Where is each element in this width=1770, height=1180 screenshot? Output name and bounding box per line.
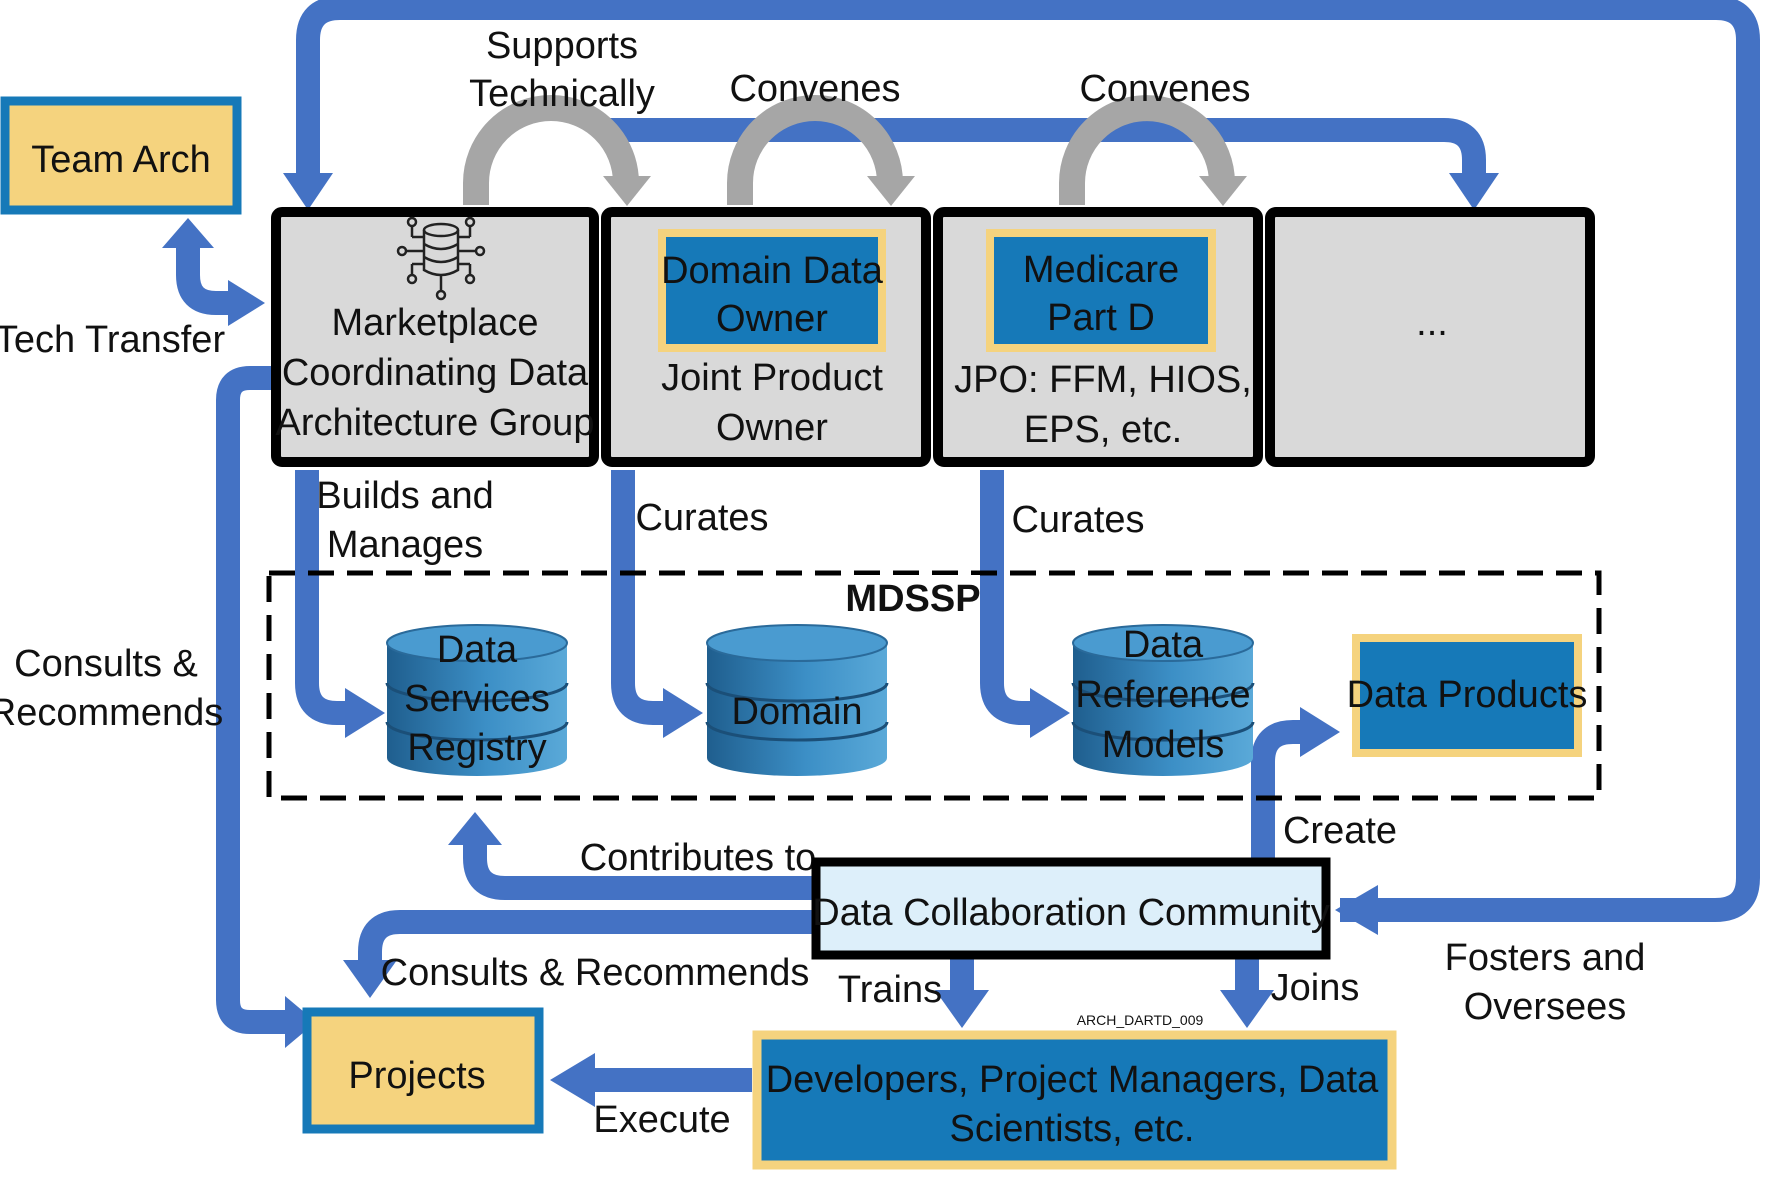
- arrowhead-marketplace: [283, 173, 333, 210]
- top-horizontal-arrow: [600, 118, 1486, 178]
- data-products-box: Data Products: [1347, 634, 1588, 757]
- domain-owner-box: Domain Data Owner Joint Product Owner: [601, 207, 931, 467]
- arrowhead-team-arch: [162, 218, 214, 248]
- domain-cylinder: Domain: [705, 624, 889, 776]
- builds-label-line2: Manages: [327, 524, 483, 566]
- builds-manages-arrow: [295, 470, 350, 725]
- dcc-label: Data Collaboration Community: [812, 892, 1329, 934]
- registry-line1: Data: [437, 629, 518, 671]
- curates-label-1: Curates: [635, 497, 768, 539]
- developers-line1: Developers, Project Managers, Data: [766, 1059, 1379, 1101]
- dcc-consults-arrow: [358, 910, 812, 965]
- medicare-sub-line2: EPS, etc.: [1024, 409, 1182, 451]
- trains-label: Trains: [838, 969, 942, 1011]
- team-arch-box: Team Arch: [0, 96, 242, 215]
- mdssp-title: MDSSP: [845, 578, 980, 620]
- ellipsis-box: ...: [1265, 207, 1595, 467]
- reference-line2: Reference: [1075, 674, 1250, 716]
- contributes-label: Contributes to: [580, 837, 817, 879]
- data-products-label: Data Products: [1347, 674, 1588, 716]
- supports-label-line1: Supports: [486, 25, 638, 67]
- marketplace-box: Marketplace Coordinating Data Architectu…: [271, 207, 599, 467]
- marketplace-line2: Coordinating Data: [282, 352, 589, 394]
- arrowhead-dcc: [1335, 885, 1378, 935]
- projects-box: Projects: [302, 1007, 544, 1134]
- curates-domain-arrow: [611, 470, 668, 725]
- team-arch-label: Team Arch: [31, 139, 211, 181]
- fosters-oversees-arrow: [296, 0, 1760, 922]
- arrowhead-ellipsis-box: [1449, 173, 1499, 210]
- blue-arrowheads: [162, 173, 1499, 1107]
- medicare-inner-line1: Medicare: [1023, 249, 1179, 291]
- marketplace-line1: Marketplace: [332, 302, 539, 344]
- tech-transfer-label: Tech Transfer: [0, 319, 225, 361]
- mdssp-region: MDSSP: [266, 570, 1602, 801]
- joins-label: Joins: [1271, 967, 1360, 1009]
- arrowhead-execute: [550, 1053, 595, 1107]
- domain-cylinder-label: Domain: [732, 691, 863, 733]
- create-label: Create: [1283, 810, 1397, 852]
- ellipsis-label: ...: [1416, 302, 1448, 344]
- supports-curve-arrow: [463, 95, 639, 205]
- blue-arrows: [176, 0, 1760, 1092]
- arrowhead-data-products: [1300, 707, 1340, 757]
- left-consults-line1: Consults &: [14, 643, 198, 685]
- data-services-registry-cylinder: Data Services Registry: [385, 624, 569, 776]
- fosters-line2: Oversees: [1464, 986, 1627, 1028]
- arrowhead-mdssp: [448, 812, 502, 845]
- database-network-icon: [396, 216, 486, 301]
- registry-line2: Services: [404, 678, 550, 720]
- medicare-inner-line2: Part D: [1047, 297, 1155, 339]
- arrowhead-reference: [1030, 688, 1070, 738]
- domain-owner-inner-line1: Domain Data: [661, 250, 884, 292]
- data-collaboration-community-box: Data Collaboration Community: [811, 857, 1331, 960]
- curates-reference-arrow: [980, 470, 1035, 725]
- contributes-arrow: [463, 840, 812, 900]
- create-arrow: [1251, 720, 1305, 858]
- arrowhead-projects-left: [285, 996, 316, 1048]
- projects-label: Projects: [348, 1055, 485, 1097]
- domain-owner-sub-line2: Owner: [716, 407, 828, 449]
- fosters-line1: Fosters and: [1445, 937, 1646, 979]
- diagram-code: ARCH_DARTD_009: [1077, 1012, 1204, 1028]
- registry-line3: Registry: [407, 727, 546, 769]
- convenes-curve-arrow-1: [727, 95, 903, 205]
- arrowhead-joins: [1220, 990, 1274, 1028]
- supports-label-line2: Technically: [469, 73, 655, 115]
- left-consults-line2: Recommends: [0, 692, 223, 734]
- convenes-label-2: Convenes: [1079, 68, 1250, 110]
- domain-owner-sub-line1: Joint Product: [661, 357, 883, 399]
- arrowhead-registry: [345, 688, 385, 738]
- convenes-label-1: Convenes: [729, 68, 900, 110]
- medicare-sub-line1: JPO: FFM, HIOS,: [954, 359, 1252, 401]
- arrowhead-domain: [663, 688, 703, 738]
- execute-label: Execute: [593, 1099, 730, 1141]
- arrowhead-projects-top: [343, 960, 397, 998]
- developers-box: Developers, Project Managers, Data Scien…: [752, 1030, 1397, 1170]
- dcc-consults-label: Consults & Recommends: [381, 952, 810, 994]
- curates-label-2: Curates: [1011, 499, 1144, 541]
- developers-line2: Scientists, etc.: [950, 1108, 1195, 1150]
- data-reference-models-cylinder: Data Reference Models: [1071, 624, 1255, 776]
- builds-label-line1: Builds and: [316, 475, 493, 517]
- domain-owner-inner-line2: Owner: [716, 298, 828, 340]
- medicare-box: Medicare Part D JPO: FFM, HIOS, EPS, etc…: [933, 207, 1263, 467]
- consults-projects-arrow: [216, 366, 290, 1034]
- convenes-curve-arrow-2: [1059, 95, 1235, 205]
- tech-transfer-arrow: [176, 242, 232, 315]
- reference-line1: Data: [1123, 624, 1204, 666]
- reference-line3: Models: [1102, 724, 1225, 766]
- arrowhead-tech-transfer: [228, 280, 265, 326]
- gray-curved-arrows: [463, 95, 1247, 206]
- arrowhead-trains: [935, 990, 989, 1028]
- marketplace-line3: Architecture Group: [276, 402, 595, 444]
